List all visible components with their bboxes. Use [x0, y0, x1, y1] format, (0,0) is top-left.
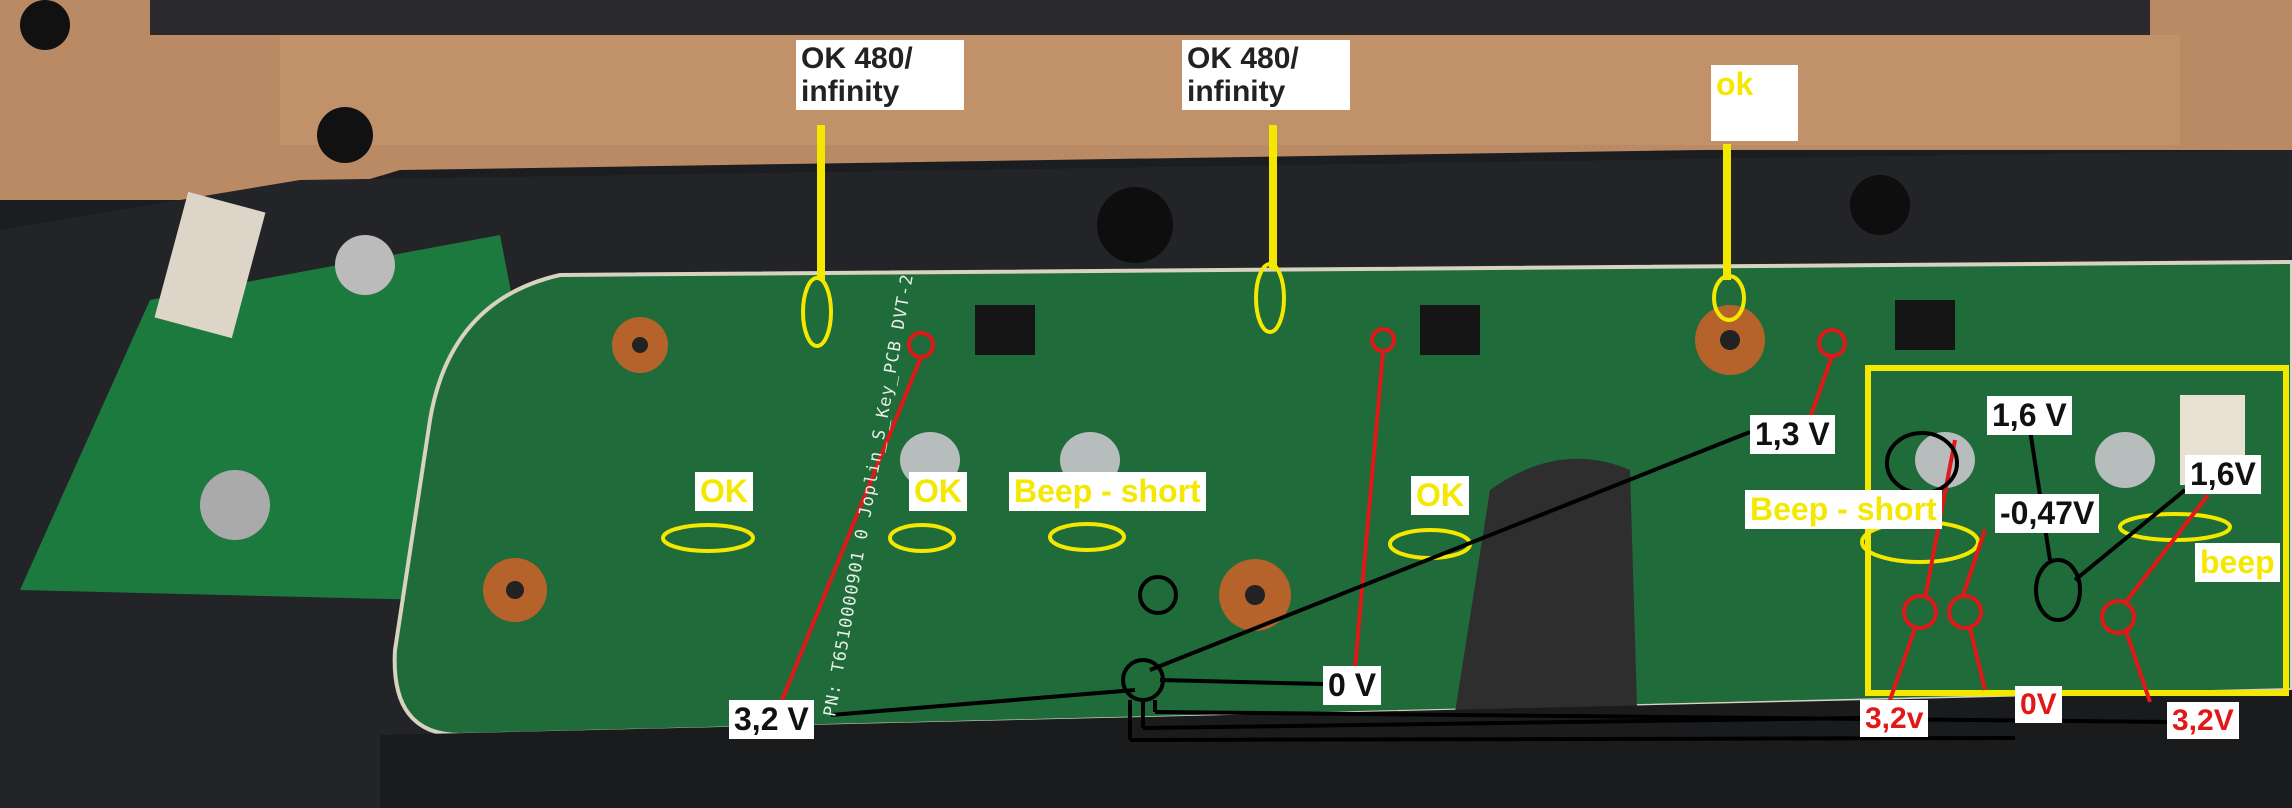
label-voltage-0: 0 V [1323, 666, 1382, 706]
small-pcb [20, 235, 530, 600]
label-voltage-1-6-a: 1,6 V [1987, 396, 2072, 436]
label-voltage-3-2-a: 3,2v [1860, 700, 1929, 737]
label-diode-ok-2: OK [909, 472, 967, 512]
main-pcb [392, 259, 2292, 738]
ic-chip [975, 305, 1035, 355]
label-diode-ok-1: OK [695, 472, 753, 512]
screw [1097, 187, 1173, 263]
ic-chip [1420, 305, 1480, 355]
label-voltage-1-6-b: 1,6V [2185, 455, 2261, 495]
label-voltage-0-b: 0V [2015, 686, 2062, 723]
label-beep-short-1: Beep - short [1009, 472, 1206, 512]
screw [20, 0, 70, 50]
label-beep-short-2: Beep - short [1745, 490, 1942, 530]
label-ok-top: ok [1711, 65, 1798, 141]
label-ok-480-infinity-1: OK 480/ infinity [796, 40, 964, 110]
screw [1850, 175, 1910, 235]
label-voltage-3-2: 3,2 V [729, 700, 814, 740]
label-voltage-3-2-b: 3,2V [2167, 702, 2239, 739]
label-diode-ok-3: OK [1411, 476, 1469, 516]
ic-chip [1895, 300, 1955, 350]
top-dark-strip [150, 0, 2150, 35]
label-voltage-neg-0-47: -0,47V [1995, 494, 2100, 534]
label-beep: beep [2195, 543, 2280, 583]
label-voltage-1-3: 1,3 V [1750, 415, 1835, 455]
label-ok-480-infinity-2: OK 480/ infinity [1182, 40, 1350, 110]
highlight-box [1865, 365, 2289, 696]
screw [317, 107, 373, 163]
